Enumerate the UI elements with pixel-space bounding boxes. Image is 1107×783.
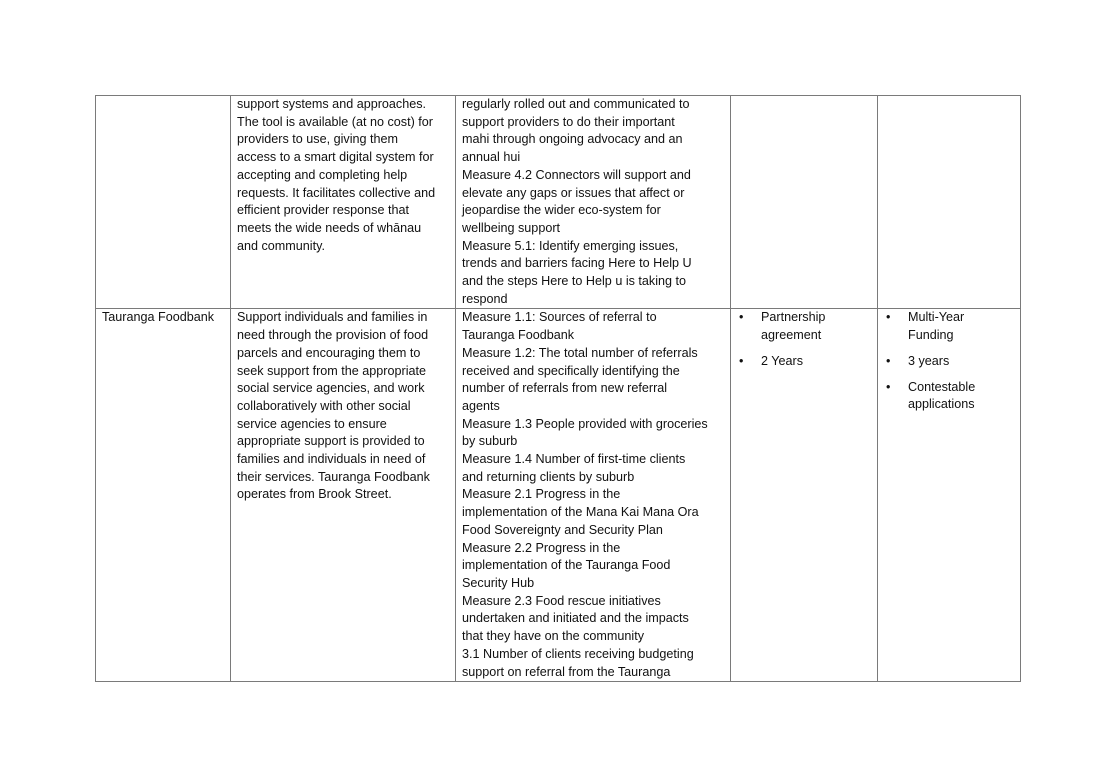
table-row: Tauranga Foodbank Support individuals an… — [95, 308, 1021, 683]
bullet-text: applications — [908, 397, 975, 412]
agreement-cell — [730, 94, 878, 310]
description-line: service agencies to ensure — [237, 416, 387, 431]
measure-line: Measure 2.2 Progress in the — [462, 540, 621, 555]
measure-line: that they have on the community — [462, 629, 645, 644]
measure-line: Measure 2.3 Food rescue initiatives — [462, 593, 661, 608]
bullet-icon: • — [886, 353, 891, 368]
bullet-icon: • — [886, 379, 891, 394]
measure-line: implementation of the Tauranga Food — [462, 558, 671, 573]
measure-line: by suburb — [462, 434, 518, 449]
measure-line: Measure 2.1 Progress in the — [462, 487, 621, 502]
description-line: their services. Tauranga Foodbank — [237, 469, 430, 484]
measure-line: support providers to do their important — [462, 114, 675, 129]
organisation-cell: Tauranga Foodbank — [95, 308, 231, 683]
description-line: accepting and completing help — [237, 167, 408, 182]
measure-line: received and specifically identifying th… — [462, 363, 680, 378]
description-line: families and individuals in need of — [237, 452, 426, 467]
bullet-text: 3 years — [908, 353, 950, 368]
description-line: efficient provider response that — [237, 203, 409, 218]
description-line: and community. — [237, 238, 325, 253]
description-line: appropriate support is provided to — [237, 434, 425, 449]
measure-line: Tauranga Foodbank — [462, 328, 575, 343]
measure-line: elevate any gaps or issues that affect o… — [462, 185, 685, 200]
measure-line: Food Sovereignty and Security Plan — [462, 522, 663, 537]
description-line: seek support from the appropriate — [237, 363, 427, 378]
description-line: meets the wide needs of whānau — [237, 220, 422, 235]
measure-line: number of referrals from new referral — [462, 381, 668, 396]
list-item: • Partnership agreement — [737, 310, 871, 345]
description-line: requests. It facilitates collective and — [237, 185, 436, 200]
bullet-icon: • — [739, 353, 744, 368]
measure-line: annual hui — [462, 150, 521, 165]
bullet-text: Contestable — [908, 379, 976, 394]
description-line: operates from Brook Street. — [237, 487, 392, 502]
description-line: social service agencies, and work — [237, 381, 425, 396]
bullet-text: Multi-Year — [908, 310, 965, 325]
bullet-text: Funding — [908, 328, 954, 343]
measure-line: and the steps Here to Help u is taking t… — [462, 274, 687, 289]
bullet-icon: • — [739, 310, 744, 325]
description-line: The tool is available (at no cost) for — [237, 114, 433, 129]
measure-line: Measure 4.2 Connectors will support and — [462, 167, 691, 182]
list-item: • Multi-Year Funding — [884, 310, 1014, 345]
agreement-cell: • Partnership agreement • 2 Years — [730, 308, 878, 683]
description-cell: Support individuals and families in need… — [230, 308, 456, 683]
organisation-name: Tauranga Foodbank — [102, 310, 215, 325]
agreement-bullet-list: • Partnership agreement • 2 Years — [737, 310, 871, 371]
description-line: Support individuals and families in — [237, 310, 428, 325]
bullet-icon: • — [886, 310, 891, 325]
measure-line: Measure 1.1: Sources of referral to — [462, 310, 657, 325]
measure-line: implementation of the Mana Kai Mana Ora — [462, 505, 699, 520]
measure-line: and returning clients by suburb — [462, 469, 635, 484]
description-line: parcels and encouraging them to — [237, 345, 421, 360]
measure-line: Measure 1.3 People provided with groceri… — [462, 416, 708, 431]
description-line: support systems and approaches. — [237, 97, 427, 111]
measure-line: respond — [462, 291, 508, 306]
funding-bullet-list: • Multi-Year Funding • 3 years • Contest… — [884, 310, 1014, 414]
measures-cell: Measure 1.1: Sources of referral to Taur… — [455, 308, 731, 683]
bullet-text: agreement — [761, 328, 822, 343]
measure-line: 3.1 Number of clients receiving budgetin… — [462, 646, 694, 661]
measure-line: support on referral from the Tauranga — [462, 664, 671, 679]
measure-line: Measure 1.2: The total number of referra… — [462, 345, 698, 360]
measure-line: agents — [462, 398, 500, 413]
list-item: • 2 Years — [737, 353, 871, 371]
measure-line: trends and barriers facing Here to Help … — [462, 256, 692, 271]
description-line: providers to use, giving them — [237, 132, 399, 147]
list-item: • 3 years — [884, 353, 1014, 371]
bullet-text: 2 Years — [761, 353, 804, 368]
measure-line: mahi through ongoing advocacy and an — [462, 132, 683, 147]
organisation-cell — [95, 94, 231, 310]
measure-line: jeopardise the wider eco-system for — [462, 203, 661, 218]
funding-cell: • Multi-Year Funding • 3 years • Contest… — [877, 308, 1021, 683]
bullet-text: Partnership — [761, 310, 826, 325]
measure-line: regularly rolled out and communicated to — [462, 97, 690, 111]
funding-table: support systems and approaches. The tool… — [95, 94, 1021, 683]
measure-line: Measure 5.1: Identify emerging issues, — [462, 238, 679, 253]
measure-line: wellbeing support — [462, 220, 561, 235]
measure-line: Security Hub — [462, 575, 535, 590]
table-row: support systems and approaches. The tool… — [95, 94, 1021, 310]
list-item: • Contestable applications — [884, 379, 1014, 414]
measures-cell: regularly rolled out and communicated to… — [455, 94, 731, 310]
measure-line: undertaken and initiated and the impacts — [462, 611, 689, 626]
description-cell: support systems and approaches. The tool… — [230, 94, 456, 310]
funding-cell — [877, 94, 1021, 310]
description-line: collaboratively with other social — [237, 398, 411, 413]
description-line: access to a smart digital system for — [237, 150, 434, 165]
measure-line: Measure 1.4 Number of first-time clients — [462, 452, 686, 467]
description-line: need through the provision of food — [237, 328, 429, 343]
